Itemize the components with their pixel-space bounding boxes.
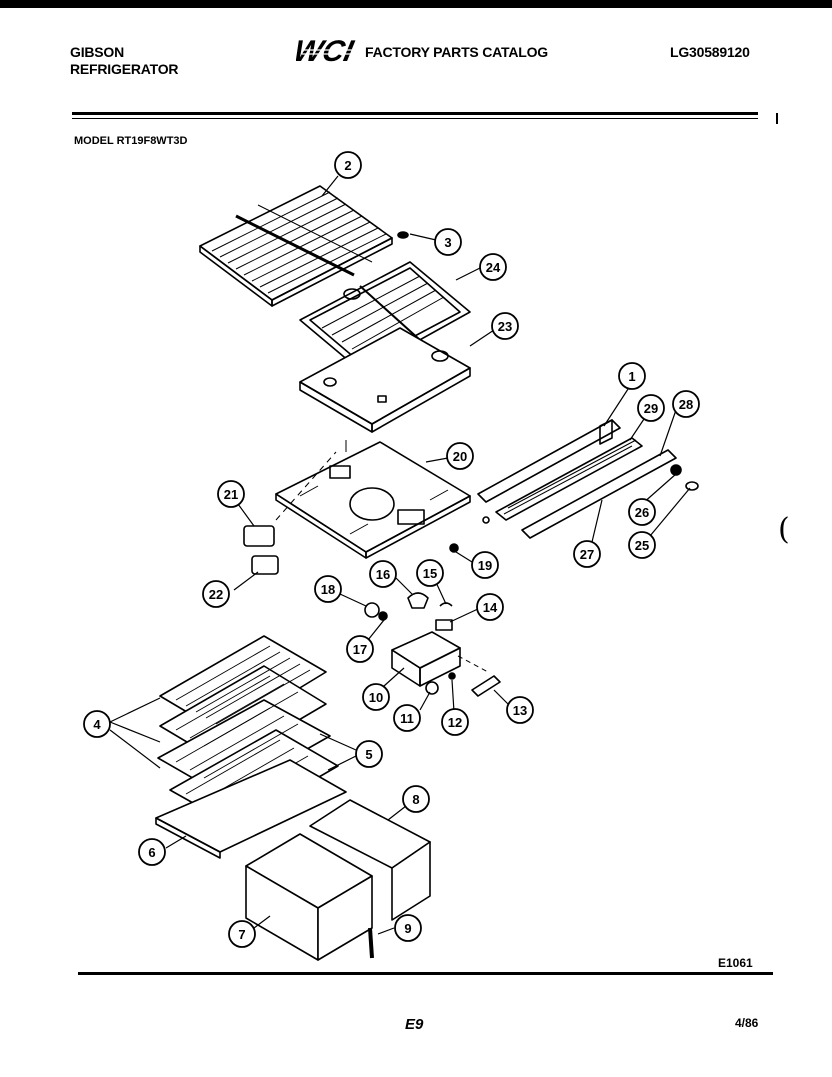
catalog-date: 4/86 bbox=[735, 1016, 759, 1030]
callout-9: 9 bbox=[394, 914, 422, 942]
svg-text:1: 1 bbox=[628, 369, 635, 384]
callout-22: 22 bbox=[202, 580, 230, 608]
svg-text:28: 28 bbox=[679, 397, 693, 412]
svg-text:11: 11 bbox=[400, 711, 414, 726]
svg-text:8: 8 bbox=[412, 792, 419, 807]
svg-text:9: 9 bbox=[404, 921, 411, 936]
svg-text:18: 18 bbox=[321, 582, 335, 597]
callout-15: 15 bbox=[416, 559, 444, 587]
callout-10: 10 bbox=[362, 683, 390, 711]
catalog-title: FACTORY PARTS CATALOG bbox=[365, 44, 548, 60]
callout-16: 16 bbox=[369, 560, 397, 588]
brand-name: GIBSON bbox=[70, 44, 125, 60]
svg-text:5: 5 bbox=[365, 747, 372, 762]
callout-3: 3 bbox=[434, 228, 462, 256]
svg-text:20: 20 bbox=[453, 449, 467, 464]
callout-24: 24 bbox=[479, 253, 507, 281]
svg-text:24: 24 bbox=[486, 260, 501, 275]
control-housing bbox=[391, 631, 461, 687]
svg-text:13: 13 bbox=[513, 703, 527, 718]
rail-track bbox=[495, 437, 643, 521]
svg-text:19: 19 bbox=[478, 558, 492, 573]
margin-bracket: ( bbox=[778, 512, 790, 547]
shelf-rail bbox=[477, 419, 621, 503]
callout-4: 4 bbox=[83, 710, 111, 738]
crisper-drawer-rear bbox=[309, 799, 431, 921]
svg-text:12: 12 bbox=[448, 715, 462, 730]
header-rule-thin bbox=[72, 118, 758, 119]
svg-text:22: 22 bbox=[209, 587, 223, 602]
svg-text:15: 15 bbox=[423, 566, 437, 581]
light-cover bbox=[251, 555, 279, 575]
svg-text:26: 26 bbox=[635, 505, 649, 520]
svg-text:10: 10 bbox=[369, 690, 383, 705]
diagram-id: E1061 bbox=[718, 956, 753, 970]
callout-1: 1 bbox=[618, 362, 646, 390]
callout-19: 19 bbox=[471, 551, 499, 579]
callout-6: 6 bbox=[138, 838, 166, 866]
crisper-frame bbox=[155, 759, 347, 859]
crisper-cover bbox=[299, 327, 471, 433]
page-number: E9 bbox=[405, 1016, 424, 1033]
callout-21: 21 bbox=[217, 480, 245, 508]
svg-text:27: 27 bbox=[580, 547, 594, 562]
callout-26: 26 bbox=[628, 498, 656, 526]
wci-logo: WCI bbox=[296, 35, 357, 66]
crisper-drawer-front bbox=[245, 833, 373, 961]
header-rule bbox=[72, 112, 758, 115]
footer-rule bbox=[78, 972, 773, 975]
rail-slide bbox=[521, 449, 677, 539]
product-type: REFRIGERATOR bbox=[70, 61, 179, 77]
svg-text:2: 2 bbox=[344, 158, 351, 173]
cover-panel bbox=[275, 441, 471, 559]
callout-2: 2 bbox=[334, 151, 362, 179]
callout-18: 18 bbox=[314, 575, 342, 603]
margin-tick bbox=[776, 113, 778, 124]
callout-20: 20 bbox=[446, 442, 474, 470]
light-socket bbox=[243, 525, 275, 547]
callout-14: 14 bbox=[476, 593, 504, 621]
shelf-frame bbox=[299, 261, 471, 373]
brand-block: GIBSON REFRIGERATOR bbox=[70, 44, 179, 78]
svg-text:6: 6 bbox=[148, 845, 155, 860]
callout-8: 8 bbox=[402, 785, 430, 813]
svg-text:14: 14 bbox=[483, 600, 498, 615]
callouts: 2 3 24 23 1 29 28 20 21 19 26 22 27 25 1… bbox=[83, 151, 700, 948]
svg-text:4: 4 bbox=[93, 717, 101, 732]
callout-5: 5 bbox=[355, 740, 383, 768]
svg-text:25: 25 bbox=[635, 538, 649, 553]
logo-text: WCI bbox=[296, 35, 357, 66]
svg-text:23: 23 bbox=[498, 319, 512, 334]
callout-25: 25 bbox=[628, 531, 656, 559]
callout-27: 27 bbox=[573, 540, 601, 568]
callout-17: 17 bbox=[346, 635, 374, 663]
svg-text:3: 3 bbox=[444, 235, 451, 250]
wire-shelf-top bbox=[199, 185, 393, 307]
callout-28: 28 bbox=[672, 390, 700, 418]
svg-text:17: 17 bbox=[353, 642, 367, 657]
callout-7: 7 bbox=[228, 920, 256, 948]
svg-text:29: 29 bbox=[644, 401, 658, 416]
callout-11: 11 bbox=[393, 704, 421, 732]
svg-text:16: 16 bbox=[376, 567, 390, 582]
callout-29: 29 bbox=[637, 394, 665, 422]
svg-text:7: 7 bbox=[238, 927, 245, 942]
catalog-part-number: LG30589120 bbox=[670, 44, 750, 60]
top-border bbox=[0, 0, 832, 8]
callout-13: 13 bbox=[506, 696, 534, 724]
callout-23: 23 bbox=[491, 312, 519, 340]
model-number: MODEL RT19F8WT3D bbox=[74, 135, 188, 147]
callout-12: 12 bbox=[441, 708, 469, 736]
svg-text:21: 21 bbox=[224, 487, 238, 502]
